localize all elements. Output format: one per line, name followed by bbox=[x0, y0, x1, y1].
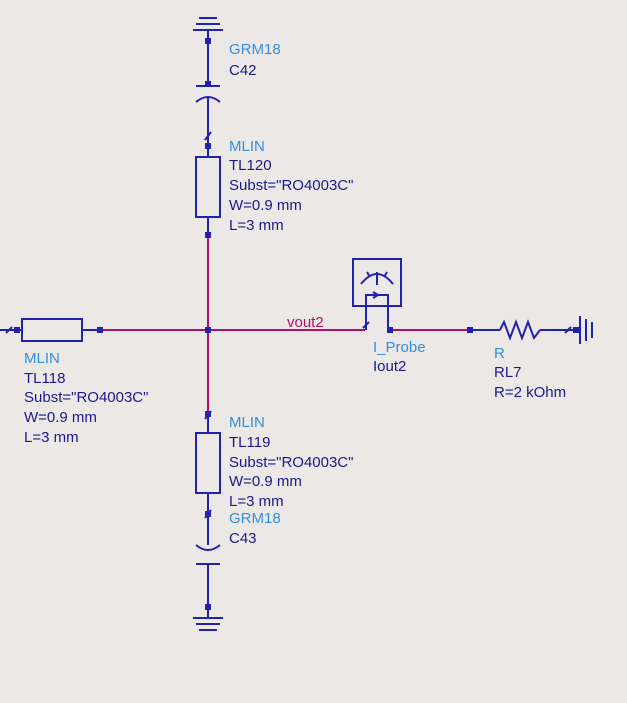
mline-tl120[interactable] bbox=[195, 131, 221, 236]
pin-tl118-right bbox=[97, 327, 103, 333]
ground-bottom[interactable] bbox=[193, 617, 223, 631]
c42-type-label: GRM18 bbox=[229, 41, 281, 58]
tl120-width-label: W=0.9 mm bbox=[229, 197, 302, 214]
tl118-type-label: MLIN bbox=[24, 350, 60, 367]
pin-probe-out bbox=[387, 327, 393, 333]
net-label-vout2: vout2 bbox=[287, 314, 324, 331]
tl120-subst-label: Subst="RO4003C" bbox=[229, 177, 353, 194]
rl7-type-label: R bbox=[494, 345, 505, 362]
pin-tl118-left bbox=[14, 327, 20, 333]
pin-rl7-left bbox=[467, 327, 473, 333]
pin-c42-top bbox=[205, 38, 211, 44]
pin-tl119-top bbox=[205, 411, 211, 417]
pin-tl119-bottom bbox=[205, 511, 211, 517]
tl118-name-label: TL118 bbox=[24, 370, 65, 387]
tl118-length-label: L=3 mm bbox=[24, 429, 79, 446]
mline-tl118[interactable] bbox=[0, 318, 100, 342]
tl120-length-label: L=3 mm bbox=[229, 217, 284, 234]
tl119-type-label: MLIN bbox=[229, 414, 265, 431]
probe-name-label: Iout2 bbox=[373, 358, 406, 375]
pin-c43-bottom bbox=[205, 604, 211, 610]
c43-type-label: GRM18 bbox=[229, 510, 281, 527]
junction-dot bbox=[205, 327, 211, 333]
current-probe-iout2[interactable] bbox=[352, 258, 402, 330]
probe-type-label: I_Probe bbox=[373, 339, 426, 356]
c42-name-label: C42 bbox=[229, 62, 257, 79]
tl119-subst-label: Subst="RO4003C" bbox=[229, 454, 353, 471]
c43-name-label: C43 bbox=[229, 530, 257, 547]
ground-right[interactable] bbox=[579, 316, 593, 344]
pin-tl120-bottom bbox=[205, 232, 211, 238]
tl118-width-label: W=0.9 mm bbox=[24, 409, 97, 426]
pin-tl120-top bbox=[205, 143, 211, 149]
resistor-rl7[interactable] bbox=[470, 319, 580, 341]
mline-tl119[interactable] bbox=[195, 410, 221, 545]
pin-c42-bottom bbox=[205, 81, 211, 87]
tl120-type-label: MLIN bbox=[229, 138, 265, 155]
tl118-subst-label: Subst="RO4003C" bbox=[24, 389, 148, 406]
tl119-width-label: W=0.9 mm bbox=[229, 473, 302, 490]
net-wires[interactable] bbox=[100, 236, 470, 414]
rl7-name-label: RL7 bbox=[494, 364, 522, 381]
tl119-name-label: TL119 bbox=[229, 434, 270, 451]
tl120-name-label: TL120 bbox=[229, 157, 272, 174]
tl119-length-label: L=3 mm bbox=[229, 493, 284, 510]
capacitor-c42[interactable] bbox=[195, 41, 221, 135]
ground-top[interactable] bbox=[193, 17, 223, 41]
pin-rl7-right bbox=[573, 327, 579, 333]
rl7-value-label: R=2 kOhm bbox=[494, 384, 566, 401]
